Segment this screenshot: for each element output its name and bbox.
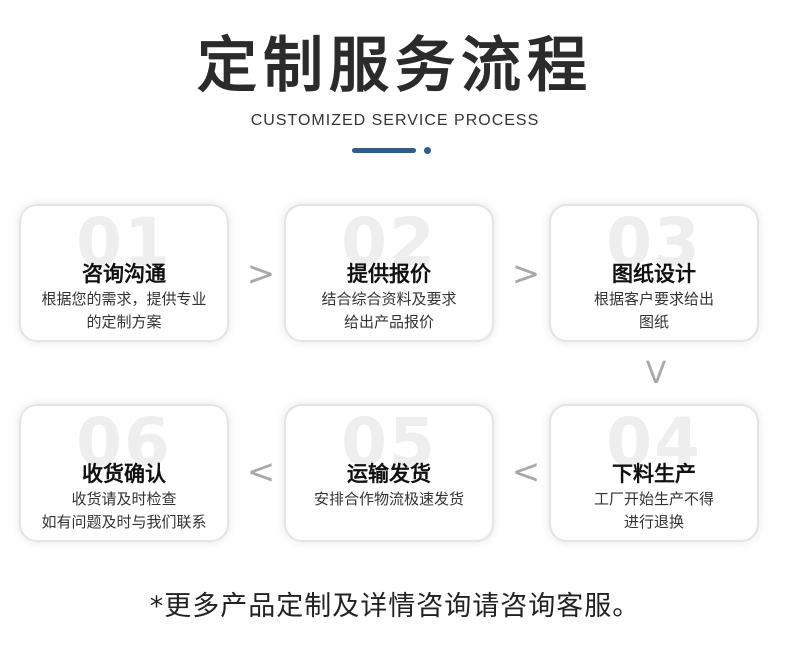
page-subtitle: CUSTOMIZED SERVICE PROCESS [250,112,540,129]
step-title: 提供报价 [347,262,431,286]
step-card-receive: 06 收货确认 收货请及时检查 如有问题及时与我们联系 [19,404,229,542]
step-number: 03 [606,204,702,281]
step-title: 咨询沟通 [82,262,166,286]
step-description-line: 收货请及时检查 [71,490,177,508]
step-card-shipping: 05 运输发货 安排合作物流极速发货 [284,404,494,542]
step-description-line: 的定制方案 [86,313,162,331]
step-title: 下料生产 [612,462,696,486]
step-description-line: 结合综合资料及要求 [321,290,457,308]
step-description-line: 如有问题及时与我们联系 [41,513,207,531]
step-description-line: 图纸 [638,313,669,331]
step-card-quote: 02 提供报价 结合综合资料及要求 给出产品报价 [284,204,494,342]
arrow-down-icon: V [645,356,667,391]
arrow-left-icon: < [511,452,541,492]
step-number: 01 [76,204,172,281]
step-number: 02 [341,204,437,281]
step-description-line: 根据客户要求给出 [593,290,714,308]
step-description-line: 工厂开始生产不得 [593,490,714,508]
page-title: 定制服务流程 [197,31,593,101]
step-description-line: 根据您的需求，提供专业 [41,290,207,308]
step-description: 安排合作物流极速发货 [292,488,486,511]
step-title: 运输发货 [347,462,431,486]
arrow-right-icon: > [246,254,276,294]
arrow-right-icon: > [511,254,541,294]
step-card-consult: 01 咨询沟通 根据您的需求，提供专业 的定制方案 [19,204,229,342]
arrow-left-icon: < [246,452,276,492]
step-title: 收货确认 [82,462,166,486]
step-description-line: 给出产品报价 [343,313,434,331]
step-description: 工厂开始生产不得 进行退换 [557,488,751,534]
step-description-line: 进行退换 [623,513,684,531]
step-number: 05 [341,404,437,481]
footer-note: *更多产品定制及详情咨询请咨询客服。 [149,591,641,622]
step-card-production: 04 下料生产 工厂开始生产不得 进行退换 [549,404,759,542]
step-description: 根据您的需求，提供专业 的定制方案 [27,288,221,334]
step-description: 收货请及时检查 如有问题及时与我们联系 [27,488,221,534]
step-title: 图纸设计 [612,262,696,286]
step-description: 结合综合资料及要求 给出产品报价 [292,288,486,334]
divider-bar [352,148,416,153]
step-card-design: 03 图纸设计 根据客户要求给出 图纸 [549,204,759,342]
step-description-line: 安排合作物流极速发货 [313,490,464,508]
divider-dot [424,147,431,154]
step-number: 04 [606,404,702,481]
step-number: 06 [76,404,172,481]
step-description: 根据客户要求给出 图纸 [557,288,751,334]
